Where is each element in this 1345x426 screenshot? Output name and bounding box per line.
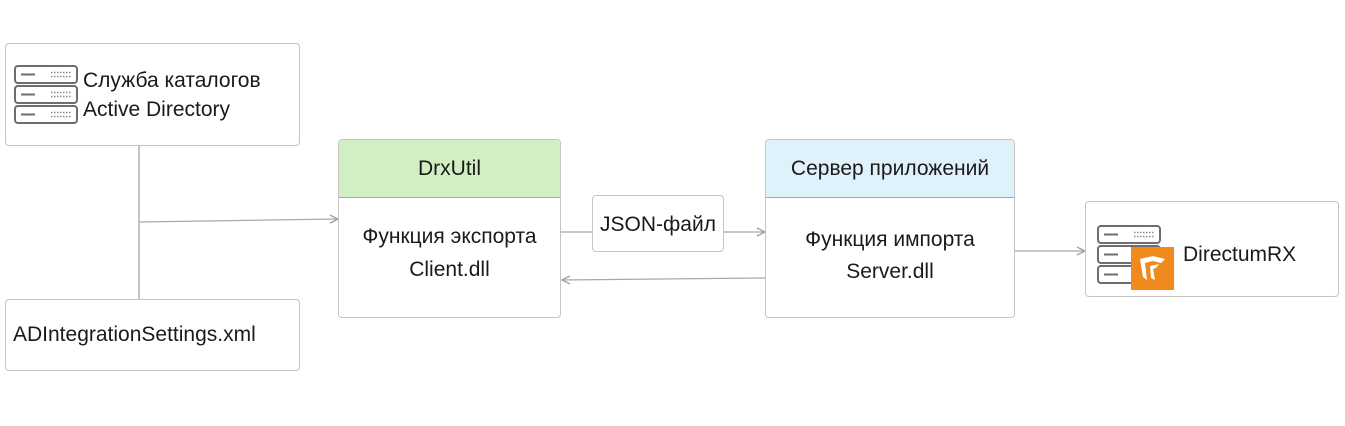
ad-label-line1: Служба каталогов	[83, 69, 261, 92]
json-node: JSON-файл	[592, 195, 724, 252]
drxutil-line2: Client.dll	[409, 258, 490, 281]
json-label: JSON-файл	[600, 213, 716, 236]
edge-appserver-to-drxutil	[562, 278, 766, 280]
directum-label: DirectumRX	[1183, 243, 1297, 266]
drxutil-node: DrxUtil Функция экспорта Client.dll	[338, 139, 561, 318]
drxutil-line1: Функция экспорта	[362, 225, 537, 248]
server-stack-icon	[14, 65, 78, 124]
settings-label: ADIntegrationSettings.xml	[13, 323, 256, 346]
appserver-title: Сервер приложений	[790, 156, 990, 180]
appserver-line2: Server.dll	[846, 260, 934, 283]
appserver-line1: Функция импорта	[805, 228, 975, 251]
appserver-node: Сервер приложений Функция импорта Server…	[765, 139, 1015, 318]
edge-ad-to-drxutil	[138, 219, 338, 222]
directum-node: DirectumRX	[1085, 201, 1339, 297]
directum-logo-icon	[1131, 247, 1174, 290]
settings-node: ADIntegrationSettings.xml	[5, 299, 300, 371]
drxutil-header: DrxUtil	[339, 140, 560, 198]
ad-node: Служба каталогов Active Directory	[5, 43, 300, 146]
drxutil-title: DrxUtil	[418, 156, 481, 180]
appserver-header: Сервер приложений	[766, 140, 1014, 198]
ad-label-line2: Active Directory	[83, 98, 231, 121]
